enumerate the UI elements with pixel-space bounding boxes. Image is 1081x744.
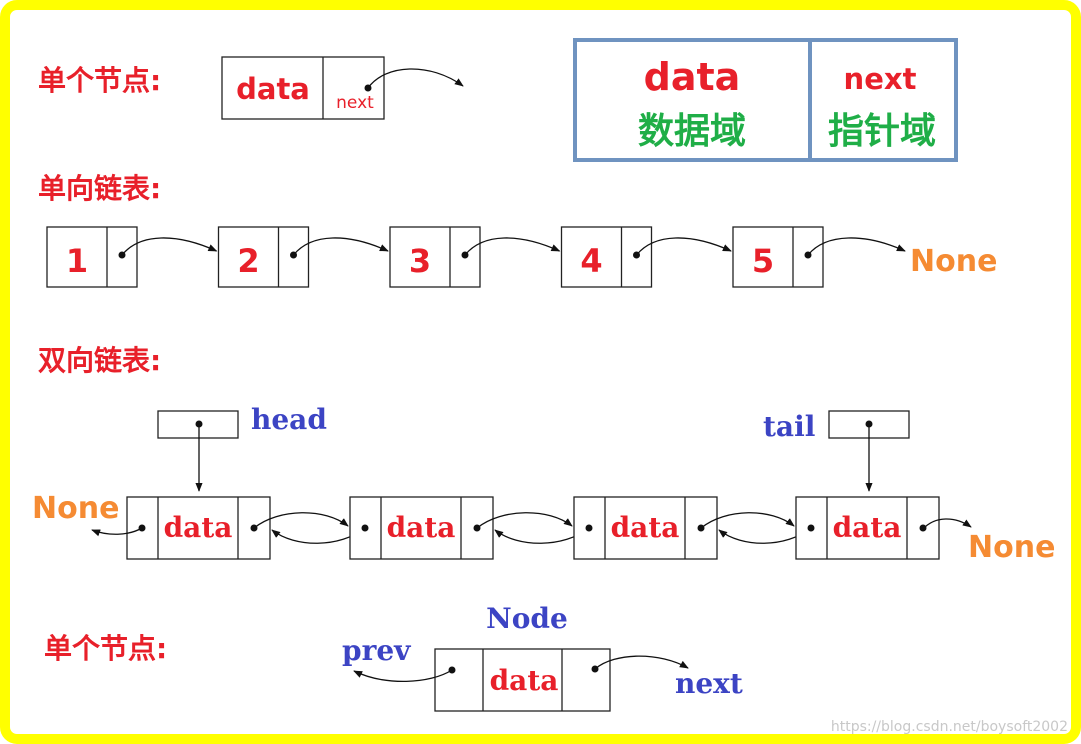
legend-box bbox=[573, 38, 958, 162]
singly-node: 2 bbox=[217, 226, 389, 288]
doubly-next-arrow bbox=[476, 512, 573, 529]
doubly-list-left-end-label: None bbox=[32, 491, 119, 526]
singly-node-value: 5 bbox=[752, 242, 774, 280]
singly-node-value: 2 bbox=[237, 242, 259, 280]
singly-next-arrow bbox=[121, 237, 218, 256]
head-label: head bbox=[251, 403, 327, 436]
singly-list-end-label: None bbox=[910, 244, 997, 279]
doubly-node-data-label: data bbox=[387, 511, 456, 544]
doubly-node-prev-dot bbox=[585, 524, 593, 532]
right-end-arrow bbox=[922, 518, 972, 530]
singly-node-value: 4 bbox=[580, 242, 602, 280]
doubly-list-right-end-label: None bbox=[968, 530, 1055, 565]
doubly-node-prev-dot bbox=[361, 524, 369, 532]
singly-list-nodes: 1 2 3 4 5 bbox=[46, 226, 906, 288]
double-node-box bbox=[434, 648, 611, 712]
doubly-node: data bbox=[573, 496, 718, 560]
single-node-box bbox=[221, 56, 385, 120]
single-node-next-label: next bbox=[336, 93, 374, 113]
doubly-next-arrow bbox=[700, 512, 795, 529]
doubly-node-data-label: data bbox=[611, 511, 680, 544]
double-node-data-label: data bbox=[490, 664, 559, 697]
doubly-node-data-label: data bbox=[164, 511, 233, 544]
singly-node: 5 bbox=[732, 226, 906, 288]
double-node-prev-arrow bbox=[353, 669, 453, 683]
single-node-data-label: data bbox=[236, 72, 310, 106]
singly-node: 4 bbox=[560, 226, 732, 288]
legend-data-label: data bbox=[644, 55, 741, 99]
double-node-next-arrow bbox=[594, 655, 689, 670]
double-node-next-label: next bbox=[675, 667, 743, 700]
single-node-next-arrow bbox=[367, 68, 464, 89]
singly-node-value: 3 bbox=[409, 242, 431, 280]
double-node-prev-label: prev bbox=[342, 634, 411, 667]
singly-next-arrow bbox=[635, 237, 732, 256]
singly-next-arrow bbox=[292, 237, 389, 256]
doubly-node-data-label: data bbox=[833, 511, 902, 544]
single-node-title: 单个节点: bbox=[38, 64, 161, 97]
doubly-list-title: 双向链表: bbox=[38, 344, 161, 377]
doubly-node-prev-dot bbox=[807, 524, 815, 532]
legend-next-label: next bbox=[844, 62, 917, 96]
doubly-node-next-dot bbox=[919, 524, 927, 532]
singly-node-value: 1 bbox=[66, 242, 88, 280]
singly-node: 3 bbox=[389, 226, 561, 288]
singly-next-arrow bbox=[464, 237, 561, 256]
left-end-arrow bbox=[91, 527, 143, 537]
doubly-node: data bbox=[126, 496, 271, 560]
watermark-text: https://blog.csdn.net/boysoft2002 bbox=[831, 719, 1068, 735]
doubly-next-arrow bbox=[253, 512, 349, 529]
double-node-name-label: Node bbox=[486, 602, 568, 635]
doubly-node: data bbox=[795, 496, 940, 560]
singly-next-arrow bbox=[807, 237, 906, 256]
singly-node: 1 bbox=[46, 226, 218, 288]
singly-list-title: 单向链表: bbox=[38, 172, 161, 205]
legend-data-caption: 数据域 bbox=[638, 111, 746, 152]
doubly-node: data bbox=[349, 496, 494, 560]
legend-next-caption: 指针域 bbox=[828, 111, 936, 152]
double-node-title: 单个节点: bbox=[44, 632, 167, 665]
doubly-list-nodes: data data data data bbox=[126, 496, 940, 560]
tail-label: tail bbox=[763, 410, 815, 443]
